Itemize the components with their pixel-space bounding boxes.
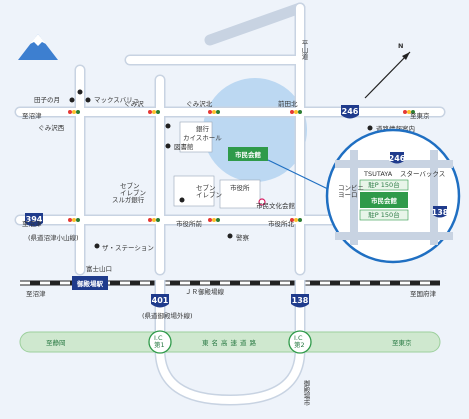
route-138-label: 138	[292, 296, 309, 305]
label-kumizawa: ぐみ沢	[124, 99, 144, 108]
post-office-icon	[258, 198, 266, 206]
inset-connector	[267, 159, 331, 191]
inset-parking-2: 駐P 150台	[368, 210, 399, 219]
city-hall-marker	[228, 147, 268, 161]
label-shiyakusho-mae: 市役所前	[176, 219, 203, 228]
interchange-road	[156, 280, 304, 405]
station-name: 御殿場駅	[76, 279, 104, 288]
route-394-label: 394	[26, 215, 43, 224]
label-to-numazu-mid: 至沼津	[22, 219, 42, 228]
inset-starbucks: スターバックス	[400, 169, 445, 178]
tomei-expressway	[19, 331, 441, 353]
mount-fuji-icon	[18, 34, 58, 60]
label-to-tokyo-bottom: 至東京	[392, 338, 412, 347]
label-to-kozu: 至国府津	[410, 289, 437, 298]
svg-text:N: N	[398, 42, 403, 50]
ic-1-marker	[148, 330, 172, 354]
highlight-area	[203, 78, 307, 182]
label-shiyakusho: 市役所	[230, 183, 250, 192]
label-to-tokyo-top: 至東京	[410, 111, 430, 120]
traffic-signal-icon	[68, 110, 415, 222]
label-maeda-north: 前田北	[278, 99, 298, 108]
label-library: 図書館	[174, 142, 194, 151]
inset-route-246: 246	[389, 154, 406, 163]
inset-route-138: 138	[432, 208, 449, 217]
label-suruga-bank: スルガ銀行	[112, 195, 145, 204]
label-maxvalu: マックスバリュ	[94, 96, 139, 104]
bank-block	[179, 121, 213, 153]
inset-parking-1: 駐P 150台	[368, 180, 399, 189]
route-shield-icon	[25, 105, 359, 308]
label-kanadaka: (県道御殿場外線)	[142, 311, 193, 320]
label-to-numazu-top: 至沼津	[22, 111, 42, 120]
label-bank: 銀行	[196, 124, 210, 133]
inset-info: コンビニヨーロ	[338, 183, 364, 199]
route-246-label: 246	[342, 107, 359, 116]
label-fuji: 田子の月	[34, 96, 60, 104]
label-fujiyama-guchi: 富士山口	[86, 264, 112, 273]
label-tomei: 東名高速道路	[202, 338, 259, 347]
shiyakusho-block	[219, 179, 261, 209]
label-shiminbunka: 市民文化会館	[256, 201, 296, 210]
label-numazu-old-road: (県道沼津小山線)	[28, 233, 79, 242]
station-box	[72, 276, 108, 290]
city-hall-label: 市民会館	[235, 150, 262, 159]
label-gotemba-pref: 御殿場市	[302, 379, 310, 408]
label-seven-2: セブンイレブン	[196, 183, 222, 199]
ic-2-marker	[288, 330, 312, 354]
label-jr-line: ＪＲ御殿場線	[185, 287, 225, 296]
landmark-dot-icon	[69, 89, 373, 249]
label-hirayama-road: 平山道	[300, 40, 308, 61]
inset-tsutaya: TSUTAYA	[363, 170, 393, 178]
inset-zoom-map	[325, 128, 461, 264]
label-kaikan: カイスホール	[183, 134, 222, 142]
label-road-info: 道路情報案内	[376, 124, 415, 133]
label-the-station: ザ・ステーション	[102, 244, 154, 252]
label-kumizawa-west: ぐみ沢西	[38, 123, 65, 132]
label-police: 警察	[236, 233, 250, 242]
label-seven-1: セブンイレブン	[120, 181, 146, 197]
route-401-label: 401	[152, 296, 169, 305]
compass-arrow-icon: N	[364, 42, 411, 99]
label-to-shizuoka: 至静岡	[46, 338, 66, 347]
label-to-numazu-rail: 至沼津	[26, 289, 46, 298]
label-kumizawa-north: ぐみ沢北	[186, 99, 213, 108]
inset-cityhall-label: 市民会館	[371, 196, 398, 205]
label-shiyakusho-north: 市役所北	[268, 219, 295, 228]
